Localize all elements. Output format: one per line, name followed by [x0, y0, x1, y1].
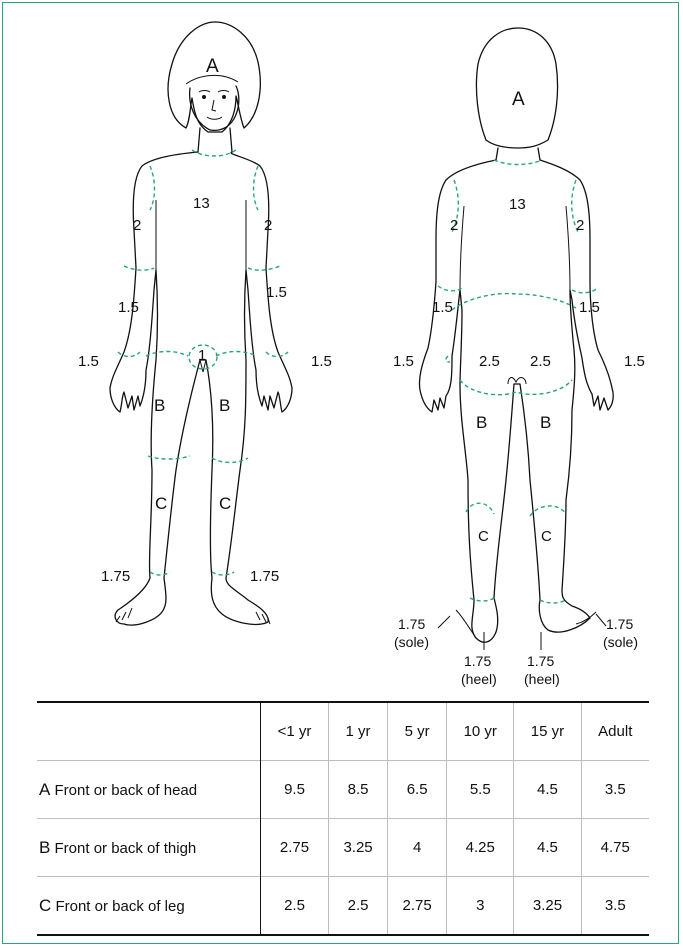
- row-label: Front or back of head: [55, 782, 198, 799]
- table-cell: 2.75: [388, 877, 447, 936]
- back-sole-right-note: (sole): [603, 634, 638, 650]
- column-header: <1 yr: [261, 702, 329, 761]
- column-header: 1 yr: [329, 702, 388, 761]
- table-cell: 4.25: [447, 819, 514, 877]
- table-cell: 3.25: [514, 877, 581, 936]
- table-cell: 4.5: [514, 761, 581, 819]
- body-diagram: A 13 2 2 1.5 1.5 1.5 1.5 1 B B C C 1.75 …: [0, 0, 683, 700]
- front-foot-left-label: 1.75: [101, 568, 130, 585]
- front-thigh-right-label: B: [219, 396, 230, 415]
- table-header-row: <1 yr 1 yr 5 yr 10 yr 15 yr Adult: [37, 702, 649, 761]
- front-forearm-right-label: 1.5: [266, 284, 287, 301]
- back-thigh-left-label: B: [476, 413, 487, 432]
- back-forearm-right-label: 1.5: [579, 299, 600, 316]
- table-cell: 6.5: [388, 761, 447, 819]
- back-head-label: A: [512, 89, 525, 110]
- back-hand-left-label: 1.5: [393, 353, 414, 370]
- table-row: A Front or back of head 9.5 8.5 6.5 5.5 …: [37, 761, 649, 819]
- row-letter: A: [39, 780, 50, 799]
- back-hand-right-label: 1.5: [624, 353, 645, 370]
- back-heel-left-note: (heel): [461, 671, 497, 687]
- back-trunk-label: 13: [509, 196, 526, 213]
- front-figure: A 13 2 2 1.5 1.5 1.5 1.5 1 B B C C 1.75 …: [78, 22, 332, 625]
- table-cell: 2.5: [329, 877, 388, 936]
- row-header: A Front or back of head: [37, 761, 261, 819]
- back-figure: A 13 2 2 1.5 1.5 1.5 1.5 2.5 2.5 B B C C…: [393, 28, 645, 687]
- back-leg-right-label: C: [541, 528, 552, 545]
- back-leg-left-label: C: [478, 528, 489, 545]
- row-letter: C: [39, 896, 51, 915]
- table-row: B Front or back of thigh 2.75 3.25 4 4.2…: [37, 819, 649, 877]
- table-row: C Front or back of leg 2.5 2.5 2.75 3 3.…: [37, 877, 649, 936]
- table-cell: 3.5: [581, 877, 649, 936]
- row-header: B Front or back of thigh: [37, 819, 261, 877]
- table-cell: 4: [388, 819, 447, 877]
- back-sole-right-value: 1.75: [606, 616, 633, 632]
- row-header: C Front or back of leg: [37, 877, 261, 936]
- front-hand-left-label: 1.5: [78, 353, 99, 370]
- back-thigh-right-label: B: [540, 413, 551, 432]
- row-letter: B: [39, 838, 50, 857]
- front-leg-left-label: C: [155, 494, 167, 513]
- table-cell: 2.75: [261, 819, 329, 877]
- front-hand-right-label: 1.5: [311, 353, 332, 370]
- table-cell: 3.25: [329, 819, 388, 877]
- table-cell: 3.5: [581, 761, 649, 819]
- back-buttock-left-label: 2.5: [479, 353, 500, 370]
- back-buttock-right-label: 2.5: [530, 353, 551, 370]
- table-cell: 3: [447, 877, 514, 936]
- front-leg-right-label: C: [219, 494, 231, 513]
- front-trunk-label: 13: [193, 195, 210, 212]
- front-foot-right-label: 1.75: [250, 568, 279, 585]
- front-thigh-left-label: B: [154, 396, 165, 415]
- back-sole-left-note: (sole): [394, 634, 429, 650]
- back-forearm-left-label: 1.5: [432, 299, 453, 316]
- front-genitalia-label: 1: [198, 347, 206, 364]
- back-heel-right-note: (heel): [524, 671, 560, 687]
- front-upper-arm-right-label: 2: [264, 217, 272, 234]
- table-cell: 2.5: [261, 877, 329, 936]
- front-head-label: A: [206, 56, 219, 77]
- surface-area-table: <1 yr 1 yr 5 yr 10 yr 15 yr Adult A Fron…: [37, 701, 649, 936]
- table-cell: 8.5: [329, 761, 388, 819]
- column-header: 5 yr: [388, 702, 447, 761]
- column-header: Adult: [581, 702, 649, 761]
- column-header: 10 yr: [447, 702, 514, 761]
- row-label: Front or back of thigh: [55, 840, 197, 857]
- back-sole-left-value: 1.75: [398, 616, 425, 632]
- back-upper-arm-right-label: 2: [576, 217, 584, 234]
- column-header: 15 yr: [514, 702, 581, 761]
- row-label: Front or back of leg: [55, 898, 184, 915]
- table-cell: 5.5: [447, 761, 514, 819]
- table-corner-cell: [37, 702, 261, 761]
- table-cell: 4.75: [581, 819, 649, 877]
- table-cell: 4.5: [514, 819, 581, 877]
- front-upper-arm-left-label: 2: [133, 217, 141, 234]
- front-forearm-left-label: 1.5: [118, 299, 139, 316]
- table-cell: 9.5: [261, 761, 329, 819]
- back-heel-left-value: 1.75: [464, 653, 491, 669]
- back-heel-right-value: 1.75: [527, 653, 554, 669]
- back-upper-arm-left-label: 2: [450, 217, 458, 234]
